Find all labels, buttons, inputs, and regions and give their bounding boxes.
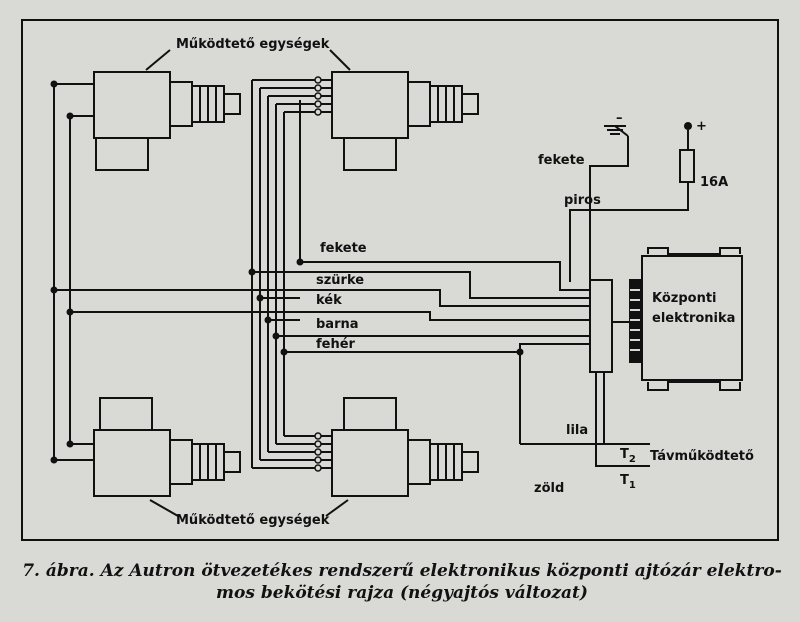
remote-label: Távműködtető (650, 449, 754, 464)
actuator-top-right (331, 71, 479, 171)
remote-wiring (519, 352, 650, 467)
plus-terminal-icon (684, 122, 692, 130)
top-label-leader-right (329, 49, 351, 71)
t2-label: T2 (620, 447, 636, 465)
wire-label-barna: barna (316, 317, 359, 332)
wire-label-fekete-ground: fekete (538, 153, 585, 168)
connector-pins (314, 76, 322, 472)
fuse-label: 16A (700, 175, 728, 190)
t1-label: T1 (620, 473, 636, 491)
wire-label-feher: fehér (316, 337, 356, 352)
plus-label: + (696, 119, 707, 134)
ecu-pin-gaps (630, 289, 640, 351)
wire-label-lila: lila (566, 423, 588, 438)
caption-line-1: 7. ábra. Az Autron ötvezetékes rendszerű… (22, 561, 782, 581)
caption-line-2: mos bekötési rajza (négyajtós változat) (216, 583, 588, 603)
top-units-label: Működtető egységek (176, 37, 330, 52)
left-actuator-wiring (53, 83, 94, 461)
minus-label: – (616, 111, 623, 126)
ecu-label-line1: Központi (652, 291, 717, 306)
junction-dots (50, 80, 524, 464)
wire-label-piros: piros (564, 193, 601, 208)
actuator-bottom-right (331, 397, 479, 497)
actuator-top-left (93, 71, 241, 171)
bottom-label-leader-right (325, 499, 349, 517)
ground-icon (604, 125, 629, 137)
wire-label-kek: kék (316, 293, 342, 308)
wire-label-szurke: szürke (316, 273, 364, 288)
frame (21, 19, 779, 541)
bottom-label-leader-left (149, 499, 179, 517)
power-wiring (569, 130, 695, 282)
ecu-connector (589, 279, 613, 373)
ecu-wire-bus (54, 100, 590, 353)
wire-label-zold: zöld (534, 481, 564, 496)
fuse (679, 149, 695, 183)
ecu-label-line2: elektronika (652, 311, 735, 326)
figure-caption: 7. ábra. Az Autron ötvezetékes rendszerű… (22, 560, 782, 604)
bottom-units-label: Működtető egységek (176, 513, 330, 528)
wire-label-fekete: fekete (320, 241, 367, 256)
actuator-bottom-left (93, 397, 241, 497)
top-label-leader-left (145, 49, 171, 71)
